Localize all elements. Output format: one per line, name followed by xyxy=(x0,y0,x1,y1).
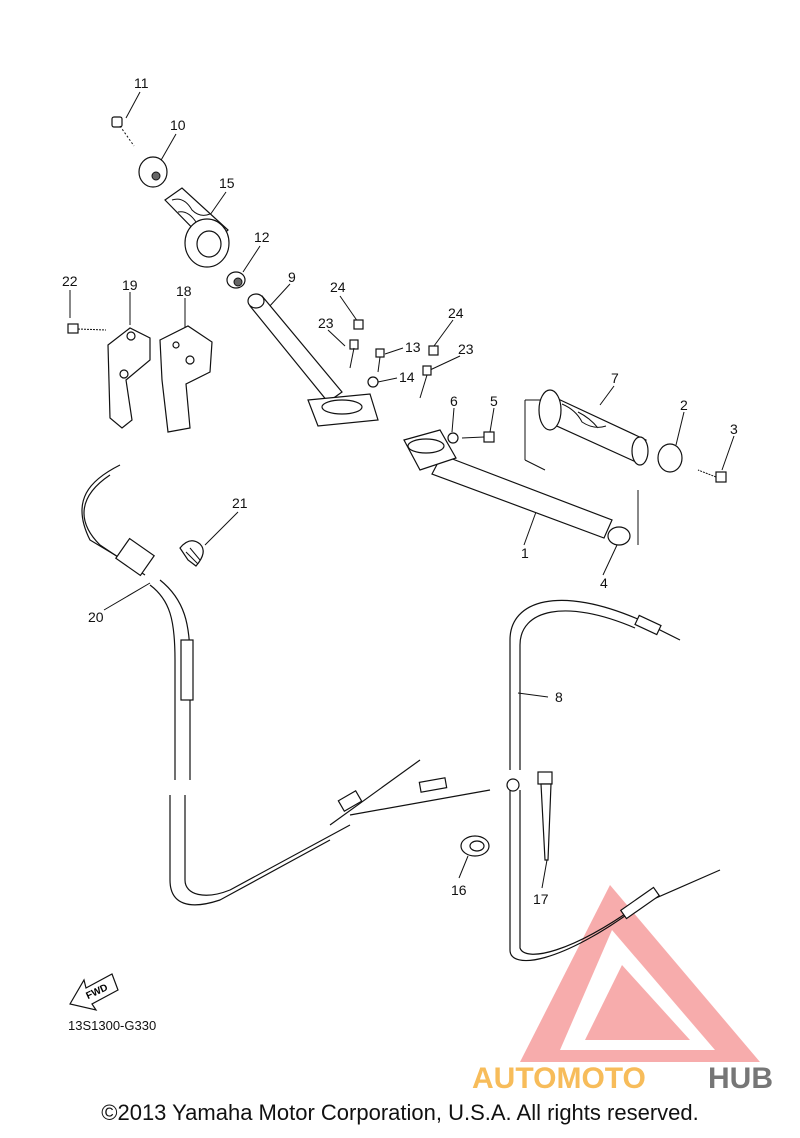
bolt-24b xyxy=(428,345,439,356)
throttle-cables-20 xyxy=(81,464,491,906)
callout-19: 19 xyxy=(122,277,138,293)
callout-4: 4 xyxy=(600,575,608,591)
diagram-code: 13S1300-G330 xyxy=(68,1018,157,1033)
callout-23b: 23 xyxy=(458,341,474,357)
callout-16: 16 xyxy=(451,882,467,898)
washer-14 xyxy=(367,376,379,388)
callout-12: 12 xyxy=(254,229,270,245)
handlebar-left-9 xyxy=(247,293,379,427)
callout-22: 22 xyxy=(62,273,78,289)
grip-7 xyxy=(538,389,649,466)
callout-3: 3 xyxy=(730,421,738,437)
clamp-16 xyxy=(460,835,490,857)
callout-7: 7 xyxy=(611,370,619,386)
handlebar-right-1 xyxy=(403,429,613,539)
weight-4 xyxy=(607,526,631,546)
callout-24b: 24 xyxy=(448,305,464,321)
callout-2: 2 xyxy=(680,397,688,413)
collar-12 xyxy=(226,271,246,289)
bolt-13 xyxy=(375,348,385,373)
callout-18: 18 xyxy=(176,283,192,299)
washer-6 xyxy=(447,432,459,444)
watermark-logo xyxy=(520,885,760,1062)
throttle-grip-15 xyxy=(164,187,230,268)
watermark-text-automoto: AUTOMOTO xyxy=(472,1062,646,1095)
callout-24a: 24 xyxy=(330,279,346,295)
callout-8: 8 xyxy=(555,689,563,705)
callout-20: 20 xyxy=(88,609,104,625)
screw-3 xyxy=(697,469,727,483)
cable-tie-17 xyxy=(537,771,553,861)
watermark-text-hub: HUB xyxy=(708,1062,773,1095)
callout-14: 14 xyxy=(399,369,415,385)
clutch-cable-8 xyxy=(506,599,721,962)
callout-15: 15 xyxy=(219,175,235,191)
end-weight-10 xyxy=(138,156,168,188)
switch-housing-19 xyxy=(107,327,151,429)
end-weight-2 xyxy=(657,443,683,473)
callout-13: 13 xyxy=(405,339,421,355)
callout-9: 9 xyxy=(288,269,296,285)
bolt-5 xyxy=(461,431,495,443)
callout-17: 17 xyxy=(533,891,549,907)
callout-11: 11 xyxy=(134,75,149,91)
callout-23a: 23 xyxy=(318,315,334,331)
copyright-notice: ©2013 Yamaha Motor Corporation, U.S.A. A… xyxy=(101,1100,699,1125)
bolt-24a xyxy=(353,319,364,330)
bolt-11 xyxy=(111,116,135,147)
leader-lines xyxy=(69,91,735,889)
screw-22 xyxy=(67,323,107,334)
callout-labels: 1 2 3 4 5 6 7 8 9 10 11 12 13 14 15 16 1… xyxy=(62,75,738,907)
callout-10: 10 xyxy=(170,117,186,133)
fwd-arrow: FWD xyxy=(69,973,119,1011)
bolt-23a xyxy=(349,339,359,369)
callout-6: 6 xyxy=(450,393,458,409)
cable-holder-21 xyxy=(179,540,204,567)
bolt-23b xyxy=(419,365,432,399)
callout-1: 1 xyxy=(521,545,529,561)
callout-21: 21 xyxy=(232,495,248,511)
callout-5: 5 xyxy=(490,393,498,409)
switch-housing-18 xyxy=(159,325,213,433)
